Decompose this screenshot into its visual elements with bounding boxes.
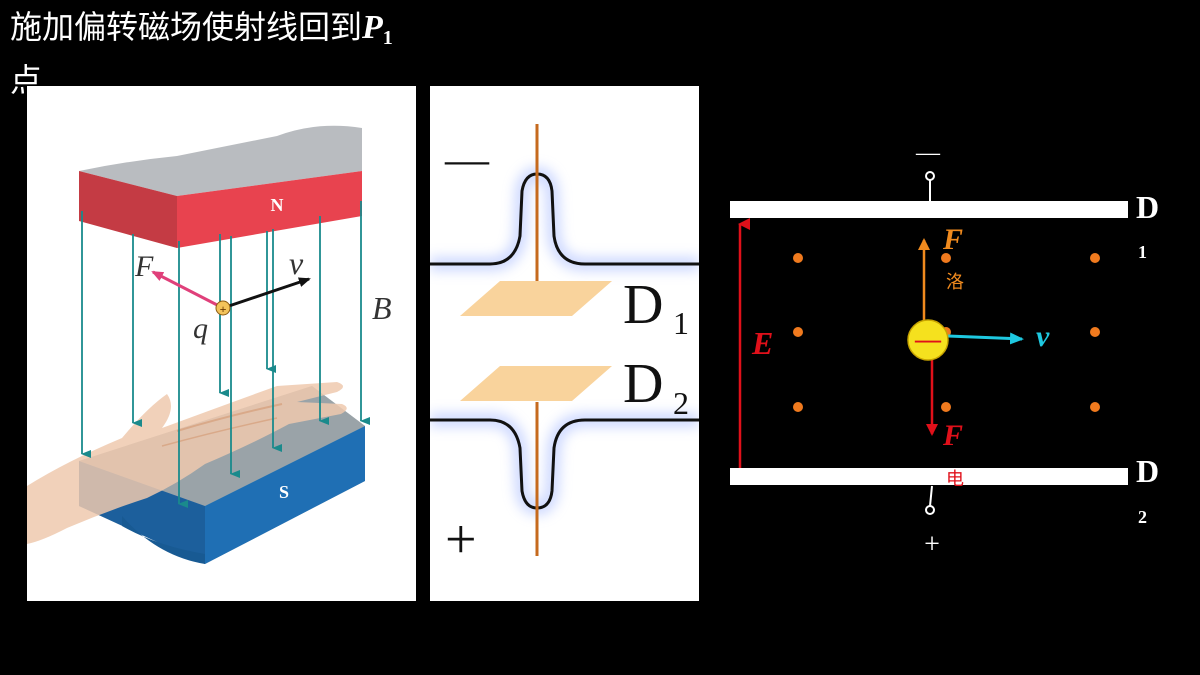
charge-q [215, 300, 231, 316]
plate-d1 [460, 281, 612, 316]
bottom-terminal-label: + [924, 529, 940, 560]
field-dot [793, 402, 803, 412]
cathode-ray-tube-diagram: — + D 1 D 2 [430, 86, 699, 601]
right-d2-label: D [1136, 453, 1159, 489]
title-symbol: P [362, 9, 383, 46]
minus-terminal-label: — [444, 135, 490, 184]
right-d1-subscript: 1 [1138, 242, 1147, 262]
lorentz-force-label: F [942, 223, 963, 256]
tube-d1-subscript: 1 [673, 305, 689, 341]
bottom-terminal-wire [929, 485, 933, 507]
tube-d2-label: D [623, 353, 663, 415]
top-terminal-node [925, 171, 935, 181]
electric-force-label: F [942, 419, 963, 452]
lorentz-force-subscript: 洛 [946, 272, 964, 292]
south-label: S [279, 482, 289, 502]
velocity-selector-diagram: — + E — F 洛 F 电 v D 1 D 2 [730, 140, 1159, 560]
field-dot [1090, 402, 1100, 412]
right-d1-label: D [1136, 189, 1159, 225]
field-label: B [372, 290, 392, 326]
tube-glow [430, 166, 699, 516]
negative-charge [907, 319, 949, 361]
charge-sign: + [220, 302, 227, 316]
hand-illustration [27, 382, 347, 544]
field-dot [793, 253, 803, 263]
field-dot [941, 402, 951, 412]
plus-terminal-label: + [445, 509, 477, 571]
bottom-terminal-node [925, 505, 935, 515]
right-d2-subscript: 2 [1138, 507, 1147, 527]
title-text: 施加偏转磁场使射线回到 [10, 8, 363, 46]
negative-charge-sign: — [914, 325, 942, 354]
north-pole-block [79, 125, 362, 248]
title-subscript: 1 [382, 27, 393, 49]
slide-title: 施加偏转磁场使射线回到P1 点 [10, 6, 480, 101]
magnetic-field-dots [793, 253, 1100, 412]
plate-d2 [460, 366, 612, 401]
bottom-plate [730, 468, 1128, 485]
left-hand-rule-diagram: N S + F v q B [27, 86, 416, 601]
tube-d2-subscript: 2 [673, 385, 689, 421]
field-dot [1090, 327, 1100, 337]
field-dot [941, 253, 951, 263]
top-terminal-label: — [915, 140, 941, 166]
top-plate [730, 201, 1128, 218]
magnet-svg: N S + F v q B [27, 125, 392, 564]
north-label: N [271, 195, 284, 215]
electric-field-label: E [751, 325, 773, 361]
velocity-label-right: v [1036, 320, 1050, 353]
force-arrow [151, 270, 224, 310]
velocity-arrow [222, 277, 311, 310]
velocity-arrow-right [947, 332, 1024, 345]
charge-label: q [193, 312, 208, 345]
velocity-label: v [289, 245, 304, 281]
field-dot [793, 327, 803, 337]
tube-d1-label: D [623, 274, 663, 336]
field-dot [1090, 253, 1100, 263]
tube-svg: — + D 1 D 2 [430, 124, 699, 571]
force-label: F [134, 250, 154, 283]
electric-force-subscript: 电 [946, 469, 964, 489]
